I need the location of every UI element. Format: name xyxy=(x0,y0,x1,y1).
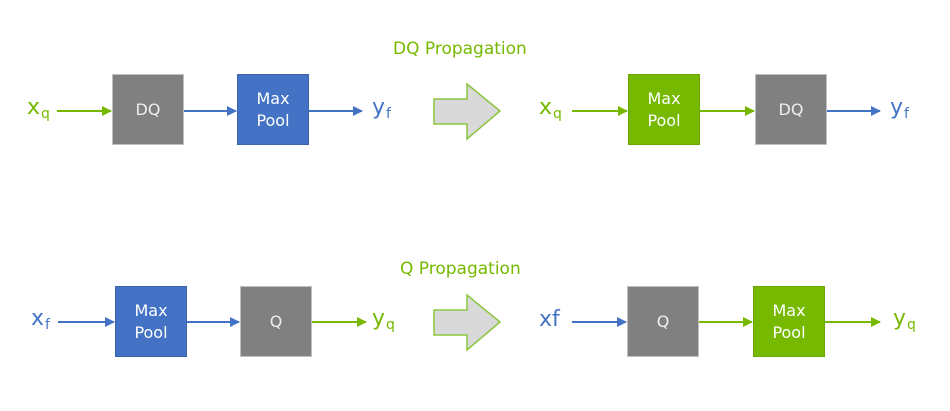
var-sub: q xyxy=(41,106,50,122)
dq-after-node-dq: DQ xyxy=(755,74,827,145)
node-label-line2: Pool xyxy=(772,322,806,342)
transform-arrow-dq xyxy=(433,82,502,141)
node-label-line1: Max xyxy=(256,88,290,108)
node-label-line1: Max xyxy=(647,88,681,108)
var-base: y xyxy=(372,306,386,331)
node-label-line1: Max xyxy=(134,300,168,320)
dq-before-node-maxpool: Max Pool xyxy=(237,74,309,145)
node-label-line1: Max xyxy=(772,300,806,320)
var-base: x xyxy=(27,95,41,120)
var-sub: q xyxy=(907,317,916,333)
q-propagation-title: Q Propagation xyxy=(400,259,521,279)
q-after-node-q: Q xyxy=(627,286,699,357)
node-label-line2: Pool xyxy=(134,322,168,342)
q-after-node-maxpool: Max Pool xyxy=(753,286,825,357)
transform-arrow-q xyxy=(433,293,502,352)
q-before-output-label: yq xyxy=(372,307,395,337)
dq-before-node-dq: DQ xyxy=(112,74,184,145)
var-sub: f xyxy=(904,106,909,122)
dq-after-output-label: yf xyxy=(890,96,909,126)
var-sub: q xyxy=(386,317,395,333)
dq-after-node-maxpool: Max Pool xyxy=(628,74,700,145)
node-label: DQ xyxy=(778,99,804,119)
q-after-output-label: yq xyxy=(893,307,916,337)
var-sub: f xyxy=(386,106,391,122)
var-base: x xyxy=(31,306,45,331)
node-label-line2: Pool xyxy=(256,110,290,130)
node-label-line2: Pool xyxy=(647,110,681,130)
node-label: Q xyxy=(656,311,670,331)
q-before-node-maxpool: Max Pool xyxy=(115,286,187,357)
var-sub: f xyxy=(45,317,50,333)
var-sub: q xyxy=(553,106,562,122)
node-label: DQ xyxy=(135,99,161,119)
q-after-input-label: xf xyxy=(539,307,560,332)
dq-propagation-title: DQ Propagation xyxy=(393,39,527,59)
var-base: x xyxy=(539,95,553,120)
dq-before-output-label: yf xyxy=(372,96,391,126)
var-base: y xyxy=(890,95,904,120)
var-base: y xyxy=(372,95,386,120)
q-before-node-q: Q xyxy=(240,286,312,357)
q-before-input-label: xf xyxy=(31,307,50,337)
var-base: y xyxy=(893,306,907,331)
node-label: Q xyxy=(269,311,283,331)
dq-before-input-label: xq xyxy=(27,96,50,126)
dq-after-input-label: xq xyxy=(539,96,562,126)
